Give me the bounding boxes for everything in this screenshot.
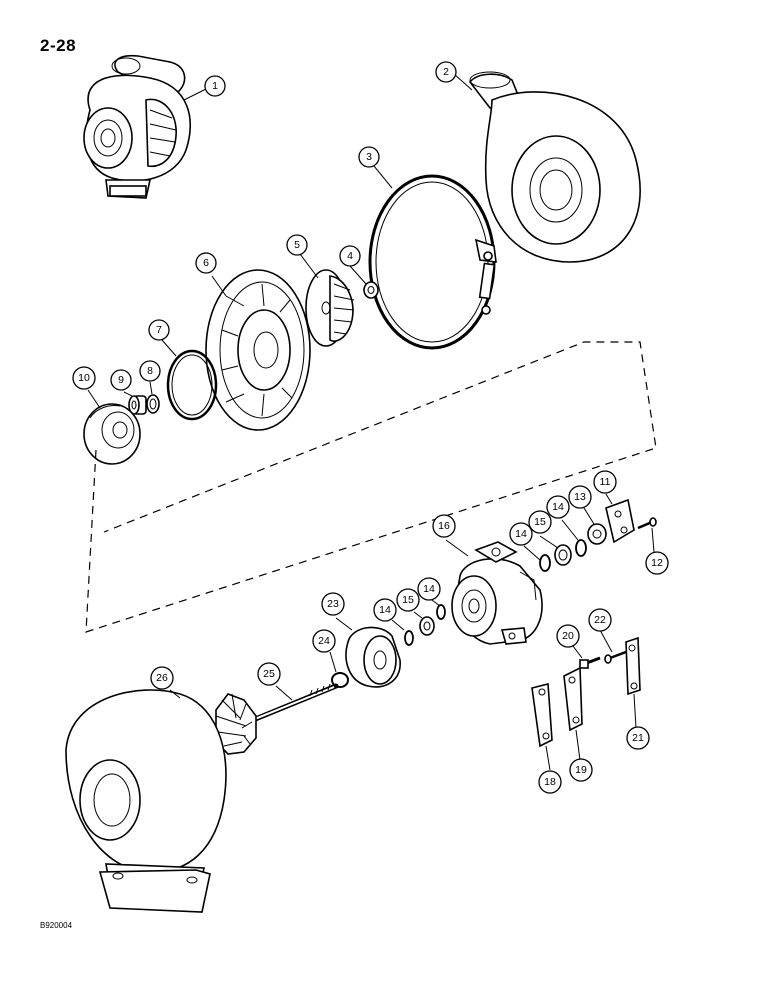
bolt-20 xyxy=(579,656,601,669)
callout-label-18: 18 xyxy=(544,776,556,788)
callout-label-19: 19 xyxy=(575,764,587,776)
bracket-18 xyxy=(531,682,553,748)
callout: 15 xyxy=(528,510,552,534)
callout: 10 xyxy=(72,366,96,390)
callout: 9 xyxy=(110,369,132,391)
callout-label-14a: 14 xyxy=(515,528,527,540)
journal-bearing-upper xyxy=(554,544,572,566)
callout-label-7: 7 xyxy=(156,324,162,336)
callout: 19 xyxy=(569,758,593,782)
figure-code: B920004 xyxy=(40,921,73,930)
callout-label-11: 11 xyxy=(600,476,611,488)
callout-label-20: 20 xyxy=(562,630,574,642)
callout: 14 xyxy=(509,522,533,546)
callout: 1 xyxy=(204,75,226,97)
callout: 5 xyxy=(286,234,308,256)
callout: 21 xyxy=(626,726,650,750)
callout: 13 xyxy=(568,485,592,509)
turbine-housing xyxy=(65,689,227,913)
callout-label-1: 1 xyxy=(212,80,218,92)
callout: 22 xyxy=(588,608,612,632)
callout-label-15b: 15 xyxy=(402,594,414,606)
v-band-clamp xyxy=(368,174,497,350)
callout-label-3: 3 xyxy=(366,151,372,163)
callout-label-14b: 14 xyxy=(552,501,564,513)
callout: 12 xyxy=(645,551,669,575)
callout: 15 xyxy=(396,588,420,612)
callout-label-23: 23 xyxy=(327,598,339,610)
center-housing xyxy=(451,541,543,645)
callout: 26 xyxy=(150,666,174,690)
assembly-alignment-line xyxy=(85,341,657,633)
callout-label-22: 22 xyxy=(594,614,606,626)
callout: 14 xyxy=(417,577,441,601)
turbine-wheel-shaft xyxy=(215,683,339,755)
insert xyxy=(83,403,141,465)
snap-ring-upper-outer xyxy=(575,539,587,557)
bolt-22 xyxy=(604,650,627,664)
callout: 4 xyxy=(339,245,361,267)
callout: 20 xyxy=(556,624,580,648)
nut xyxy=(363,281,379,299)
callout: 6 xyxy=(195,252,217,274)
bracket-21 xyxy=(625,636,641,696)
leader-lines xyxy=(87,73,655,771)
bracket-19 xyxy=(563,666,583,732)
bushing xyxy=(146,394,160,414)
callout-label-10: 10 xyxy=(78,372,90,384)
callout: 7 xyxy=(148,319,170,341)
callout: 14 xyxy=(546,495,570,519)
compressor-housing xyxy=(468,71,641,263)
callout: 3 xyxy=(358,146,380,168)
snap-ring-lower-outer xyxy=(436,604,446,620)
callout: 14 xyxy=(373,598,397,622)
callout: 23 xyxy=(321,592,345,616)
thrust-collar xyxy=(128,395,147,415)
callout: 24 xyxy=(312,629,336,653)
callout-label-12: 12 xyxy=(651,557,663,569)
screw xyxy=(637,517,657,530)
callout: 8 xyxy=(139,360,161,382)
turbocharger-assembly xyxy=(83,54,192,199)
snap-ring-upper-inner xyxy=(539,554,551,572)
journal-bearing-lower xyxy=(419,616,435,636)
piston-ring xyxy=(331,672,349,688)
callout: 25 xyxy=(257,662,281,686)
callout-label-14d: 14 xyxy=(379,604,391,616)
callout-label-16: 16 xyxy=(438,520,450,532)
callout: 16 xyxy=(432,514,456,538)
callout-label-24: 24 xyxy=(318,635,330,647)
backplate xyxy=(205,269,311,431)
snap-ring-lower-inner xyxy=(404,630,414,646)
o-ring xyxy=(166,349,218,421)
callout-label-26: 26 xyxy=(156,672,168,684)
callout: 18 xyxy=(538,770,562,794)
callout-label-9: 9 xyxy=(118,374,124,386)
callout-label-25: 25 xyxy=(263,668,275,680)
page-number: 2-28 xyxy=(40,36,77,55)
callout-label-15a: 15 xyxy=(534,516,546,528)
heat-shield xyxy=(345,626,401,688)
callout: 11 xyxy=(593,470,617,494)
callout: 2 xyxy=(435,61,457,83)
callout-label-2: 2 xyxy=(443,66,449,78)
compressor-wheel xyxy=(305,269,355,347)
callout-label-4: 4 xyxy=(347,250,353,262)
callout-label-5: 5 xyxy=(294,239,300,251)
callout-label-13: 13 xyxy=(574,491,586,503)
callout-label-21: 21 xyxy=(632,732,644,744)
plate xyxy=(605,498,635,544)
callout-label-14c: 14 xyxy=(423,583,435,595)
callout-label-8: 8 xyxy=(147,365,153,377)
thrust-washer xyxy=(587,523,607,545)
callout-label-6: 6 xyxy=(203,257,209,269)
